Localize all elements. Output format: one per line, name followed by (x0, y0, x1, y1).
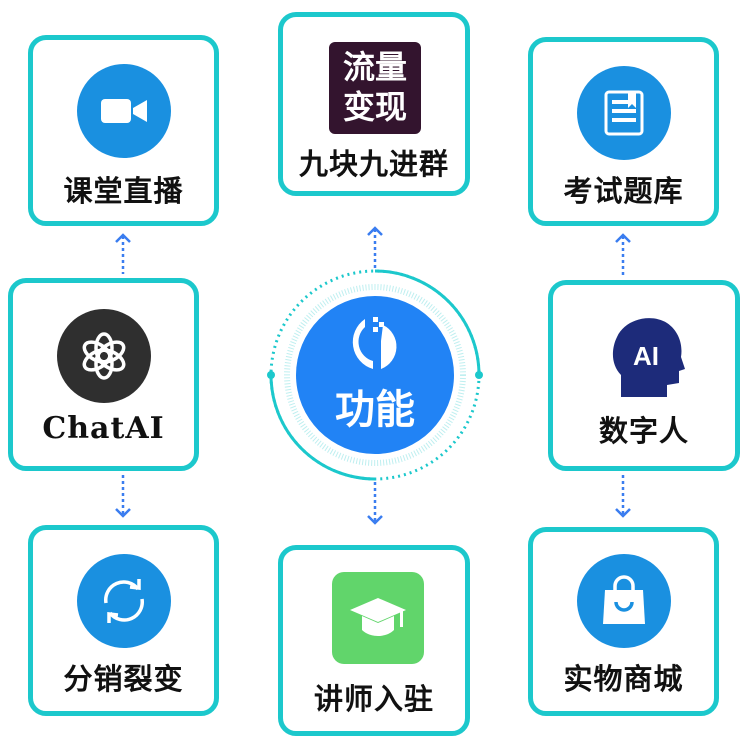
feature-label: 讲师入驻 (313, 682, 434, 716)
video-camera-icon (76, 64, 171, 158)
feature-live-class[interactable]: 课堂直播 (28, 35, 219, 226)
ai-head-icon: AI (611, 313, 685, 399)
feature-digital-human[interactable]: AI 数字人 (548, 280, 740, 471)
arrow-up-icon (365, 225, 385, 269)
feature-label: 九块九进群 (298, 147, 449, 181)
question-bank-icon (576, 66, 671, 160)
arrow-down-icon (113, 475, 133, 519)
shopping-bag-icon (576, 554, 671, 648)
feature-label: 分销裂变 (63, 662, 184, 696)
feature-label: 数字人 (598, 414, 689, 448)
arrow-down-icon (365, 482, 385, 526)
feature-mall[interactable]: 实物商城 (528, 527, 719, 716)
traffic-monetization-icon: 流量 变现 (329, 42, 421, 134)
center-label: 功能 (335, 386, 415, 433)
arrow-up-icon (113, 232, 133, 274)
feature-label: ChatAI (42, 411, 165, 446)
feature-label: 实物商城 (563, 662, 684, 696)
center-ring-icon (267, 269, 483, 481)
center-hub: 功能 (265, 265, 485, 485)
svg-text:AI: AI (633, 341, 659, 371)
graduation-cap-icon (332, 572, 424, 664)
openai-icon (56, 309, 151, 403)
feature-lecturer[interactable]: 讲师入驻 (278, 545, 470, 736)
feature-chatai[interactable]: ChatAI (8, 278, 199, 471)
feature-label: 课堂直播 (63, 174, 184, 208)
refresh-cycle-icon (76, 554, 171, 648)
arrow-down-icon (613, 475, 633, 519)
feature-question-bank[interactable]: 考试题库 (528, 37, 719, 226)
logo-icon (352, 317, 397, 369)
arrow-up-icon (613, 232, 633, 276)
feature-label: 考试题库 (563, 174, 684, 208)
feature-distribution[interactable]: 分销裂变 (28, 525, 219, 716)
feature-group-join[interactable]: 流量 变现 九块九进群 (278, 12, 470, 196)
